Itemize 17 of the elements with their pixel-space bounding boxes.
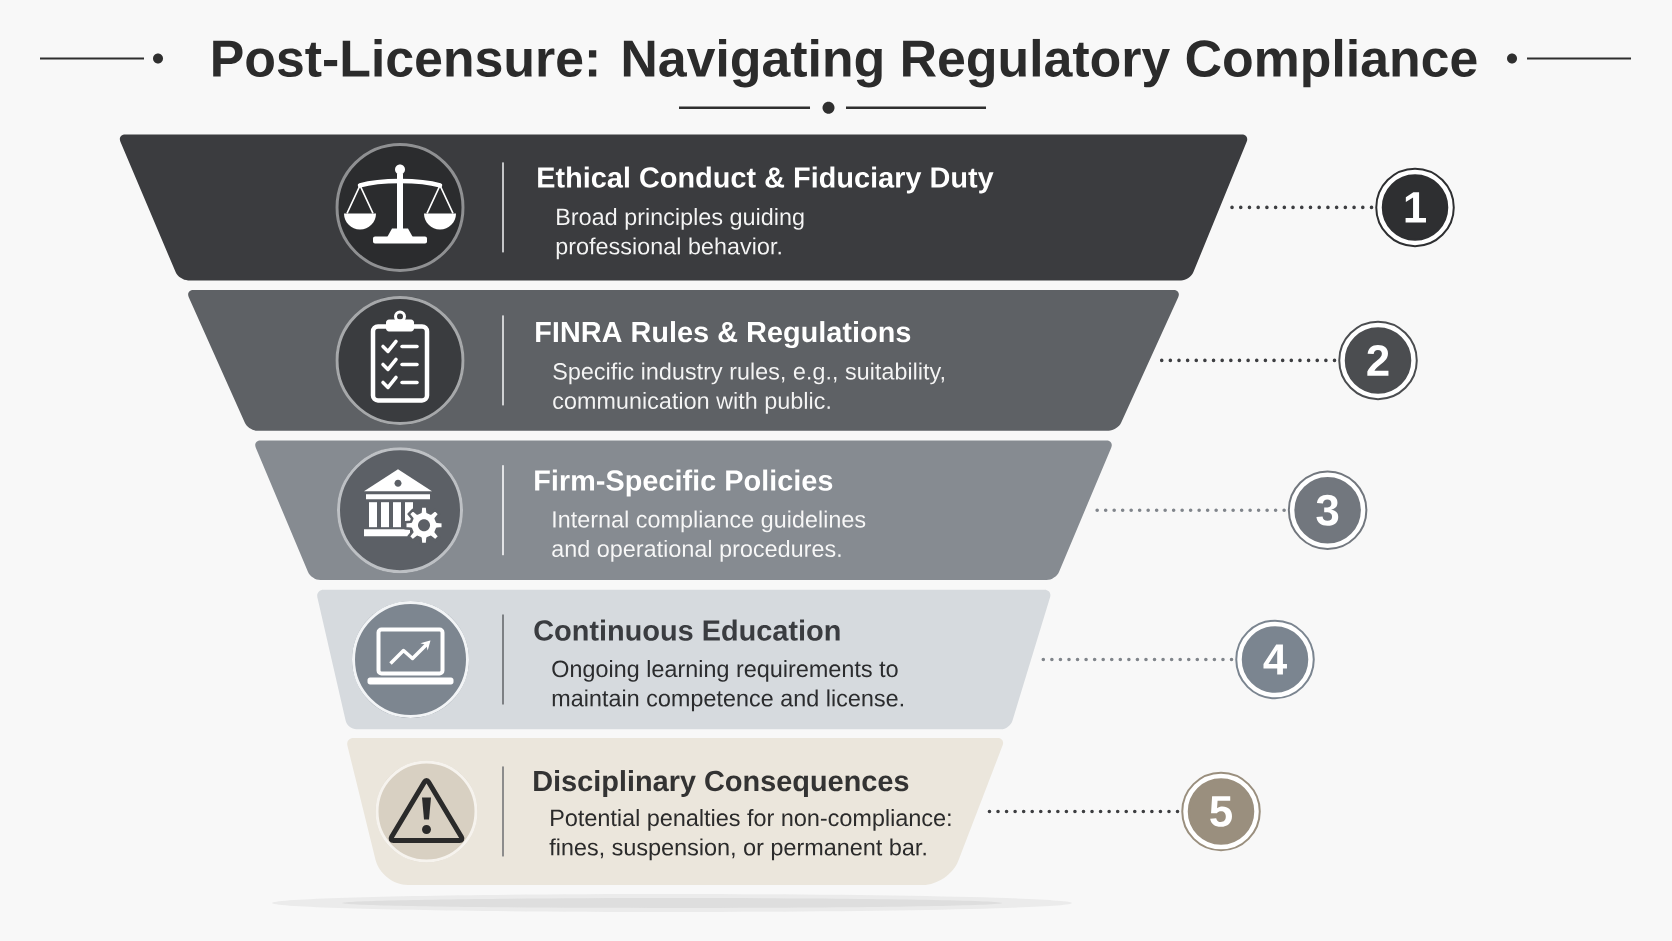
band-description: Specific industry rules, e.g., suitability, communication with public.	[553, 362, 944, 414]
band-heading: Continuous Education	[534, 619, 840, 641]
band-description: Internal compliance guidelines and operational procedures.	[552, 510, 866, 562]
band-description: Broad principles guiding professional behavior.	[556, 208, 804, 260]
leader-line	[1041, 657, 1234, 662]
leader-line	[1230, 205, 1374, 210]
band-heading: Disciplinary Consequences	[534, 770, 909, 797]
leader-line	[1159, 358, 1337, 363]
number-badge: 5	[1181, 771, 1261, 852]
leader-line	[987, 809, 1180, 814]
leader-line	[1095, 508, 1286, 512]
title: Post-Licensure: Navigating Regulatory Compliance	[213, 38, 1477, 88]
band-description: Ongoing learning requirements to maintain competence and license.	[552, 660, 903, 712]
band-heading: Firm-Specific Policies	[535, 469, 833, 497]
band-heading: FINRA Rules & Regulations	[536, 321, 911, 349]
band-heading: Ethical Conduct & Fiduciary Duty	[538, 166, 994, 194]
band-description: Potential penalties for non-compliance: fines, suspension, or permanent bar.	[549, 809, 951, 861]
